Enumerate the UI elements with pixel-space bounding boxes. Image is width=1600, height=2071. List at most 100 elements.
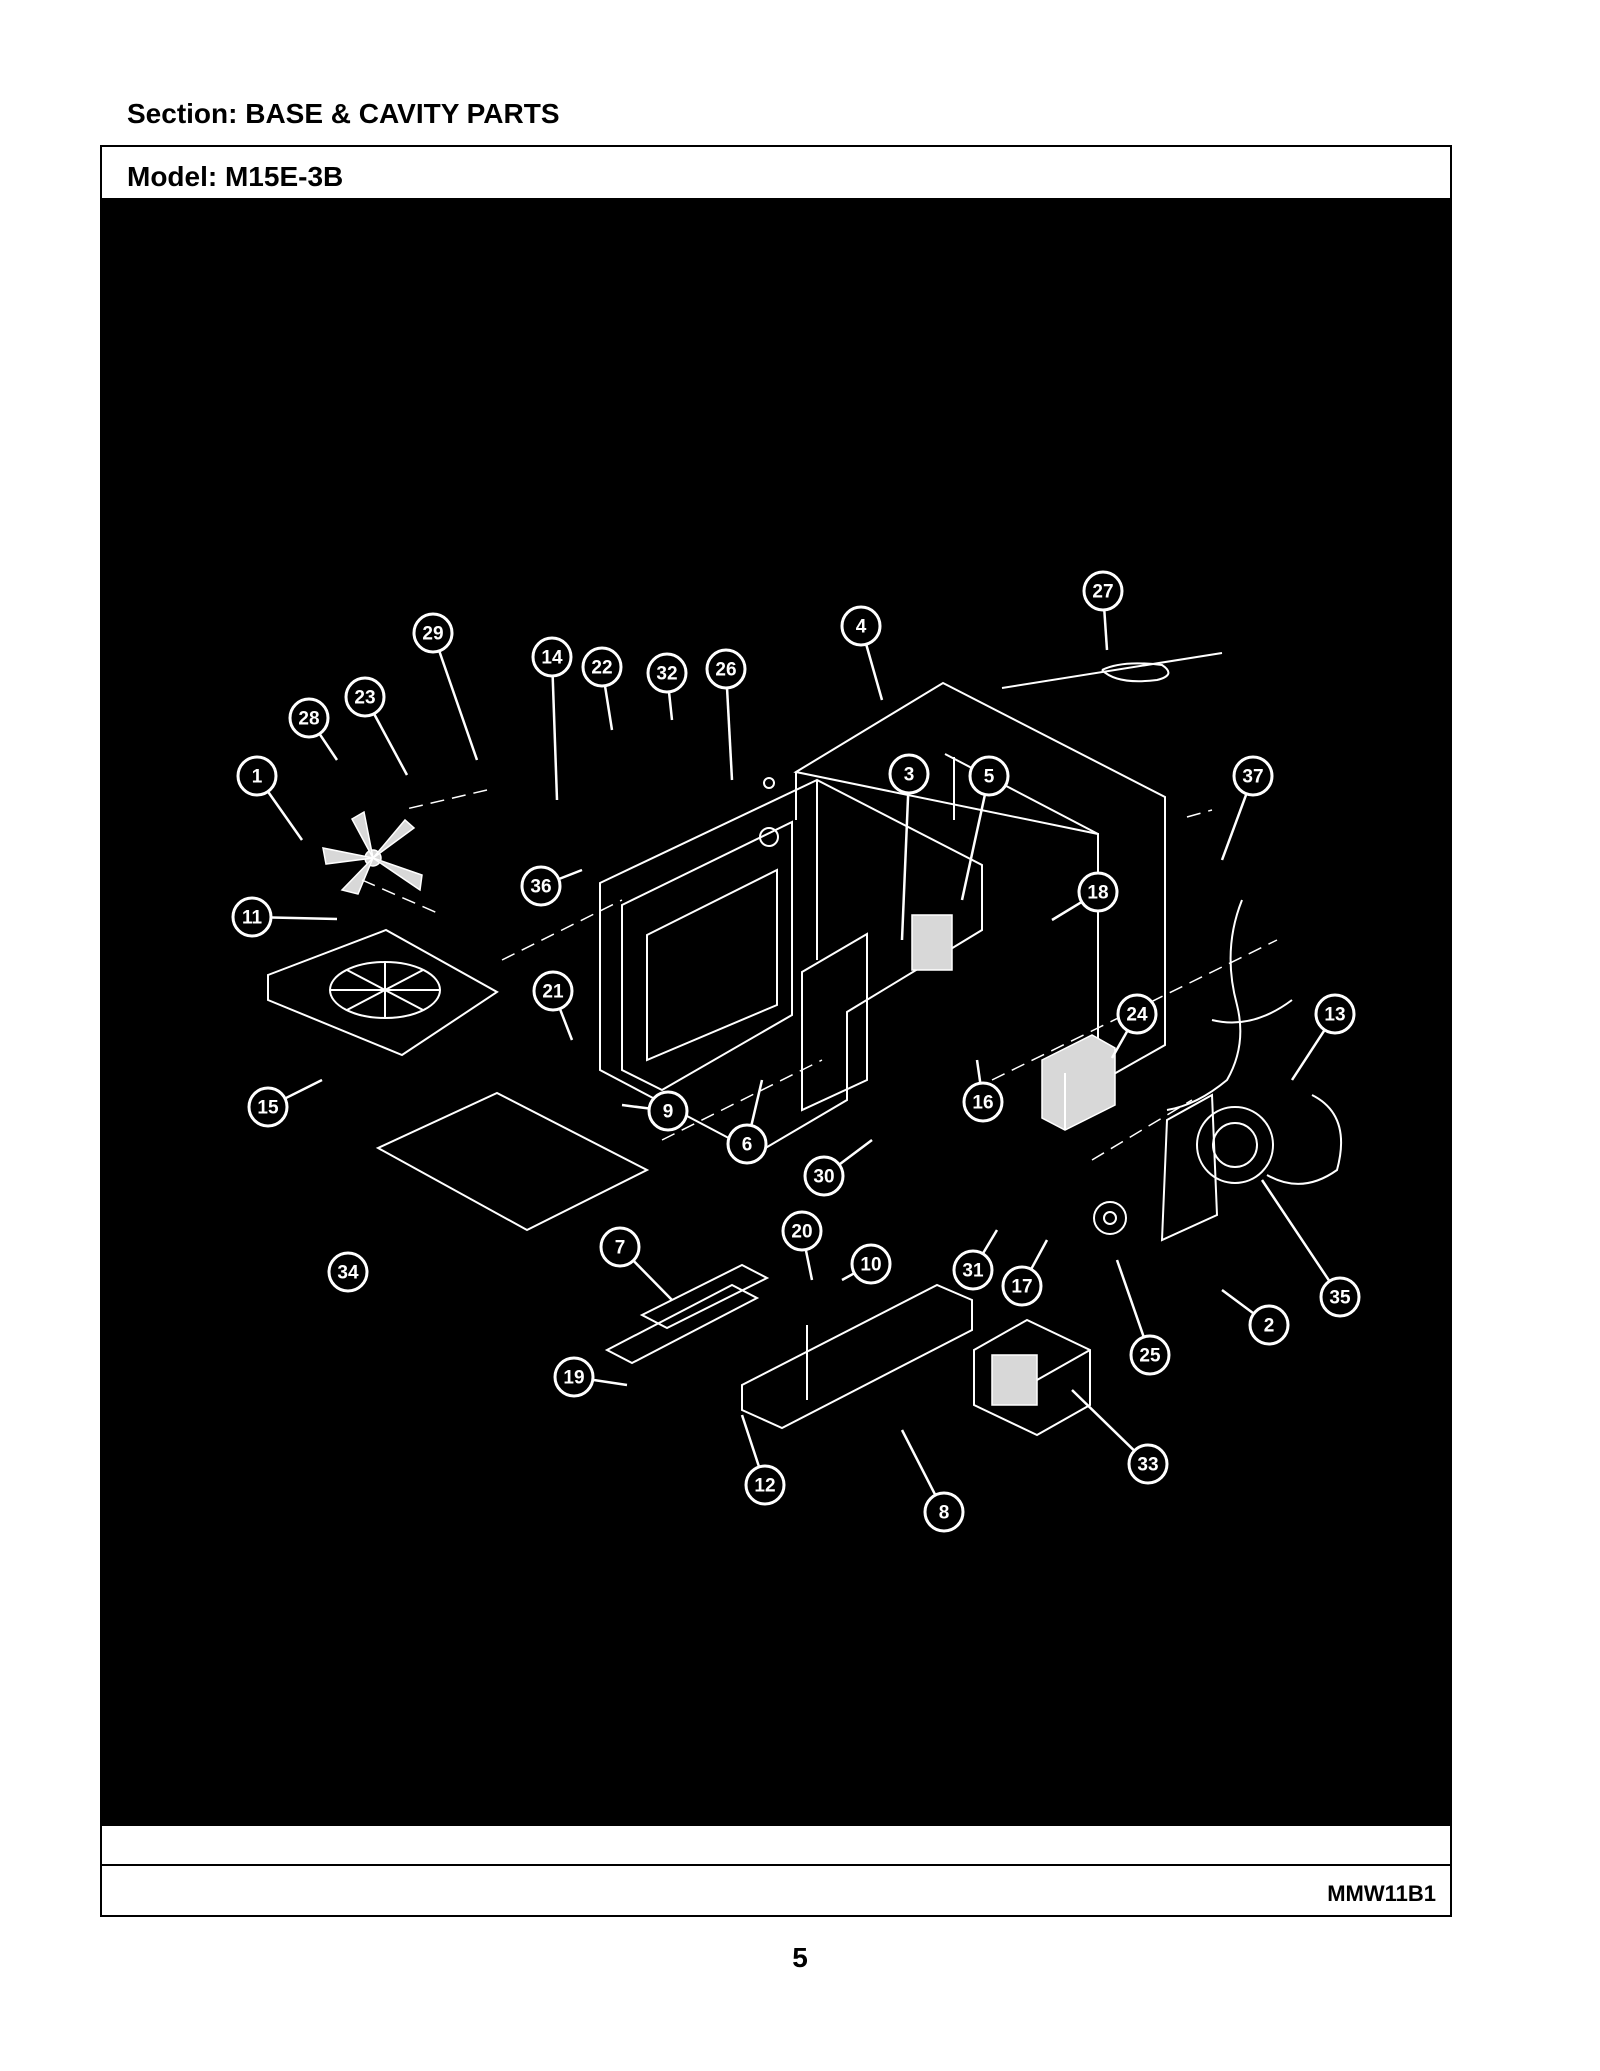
leader-line-29 <box>438 651 479 761</box>
leader-line-8 <box>900 1429 936 1495</box>
page-number: 5 <box>792 1942 808 1973</box>
callout-10: 10 <box>841 1243 892 1285</box>
callout-label-24: 24 <box>1126 1005 1148 1026</box>
fan-guide-drawing <box>267 928 499 1057</box>
callout-18: 18 <box>1051 871 1119 922</box>
callout-circle-35 <box>1319 1276 1361 1318</box>
callout-label-12: 12 <box>754 1476 775 1497</box>
callout-label-15: 15 <box>257 1098 279 1119</box>
callout-label-20: 20 <box>791 1222 812 1243</box>
leader-line-35 <box>1260 1179 1330 1282</box>
assembly-lines <box>361 789 1278 1161</box>
callout-2: 2 <box>1221 1288 1290 1346</box>
callout-circle-36 <box>520 865 562 907</box>
callout-21: 21 <box>532 970 574 1041</box>
callout-label-31: 31 <box>962 1261 984 1282</box>
callout-circle-8 <box>923 1491 965 1533</box>
callout-circle-31 <box>952 1249 994 1291</box>
section-title: Section: BASE & CAVITY PARTS <box>127 98 560 129</box>
callout-label-1: 1 <box>252 767 263 788</box>
leader-line-36 <box>559 868 583 880</box>
leader-line-10 <box>841 1272 855 1282</box>
leader-line-28 <box>319 733 339 761</box>
callout-29: 29 <box>412 612 479 761</box>
leader-line-13 <box>1290 1030 1326 1081</box>
callout-circle-4 <box>840 605 882 647</box>
callout-label-16: 16 <box>972 1093 993 1114</box>
callout-label-32: 32 <box>656 664 677 685</box>
leader-line-11 <box>271 916 338 921</box>
callout-25: 25 <box>1115 1259 1171 1376</box>
callout-circle-21 <box>532 970 574 1012</box>
callout-label-2: 2 <box>1264 1316 1275 1337</box>
callout-8: 8 <box>900 1429 965 1533</box>
base-channels-drawing <box>604 1263 973 1430</box>
leader-line-5 <box>960 795 986 901</box>
callout-33: 33 <box>1071 1389 1169 1485</box>
callout-circle-10 <box>850 1243 892 1285</box>
callout-label-19: 19 <box>563 1368 584 1389</box>
callout-circle-16 <box>962 1081 1004 1123</box>
callout-9: 9 <box>621 1090 689 1132</box>
callout-circle-22 <box>581 646 623 688</box>
callout-circle-3 <box>888 753 930 795</box>
callout-37: 37 <box>1220 755 1274 861</box>
callout-15: 15 <box>247 1078 323 1128</box>
leader-line-27 <box>1103 610 1109 651</box>
leader-line-17 <box>1030 1239 1049 1270</box>
callout-circle-12 <box>744 1464 786 1506</box>
callout-circle-37 <box>1232 755 1274 797</box>
callout-label-10: 10 <box>860 1255 881 1276</box>
callout-label-37: 37 <box>1242 767 1263 788</box>
callout-circle-11 <box>231 896 273 938</box>
leader-line-19 <box>593 1378 628 1387</box>
callout-circle-27 <box>1082 570 1124 612</box>
callout-5: 5 <box>960 755 1010 901</box>
callout-20: 20 <box>781 1210 823 1281</box>
document-code: MMW11B1 <box>1327 1881 1436 1906</box>
callout-label-25: 25 <box>1139 1346 1161 1367</box>
callout-label-9: 9 <box>663 1102 674 1123</box>
callout-circle-1 <box>236 755 278 797</box>
leader-line-7 <box>633 1260 673 1301</box>
callout-1: 1 <box>236 755 304 841</box>
callout-circle-23 <box>344 676 386 718</box>
callout-36: 36 <box>520 865 583 907</box>
callout-14: 14 <box>531 636 573 801</box>
callout-28: 28 <box>288 697 339 761</box>
model-title: Model: M15E-3B <box>127 161 344 192</box>
callout-circle-13 <box>1314 993 1356 1035</box>
callout-circle-6 <box>726 1123 768 1165</box>
magnetron-drawing <box>1041 1034 1116 1131</box>
callout-label-28: 28 <box>298 709 319 730</box>
callout-34: 34 <box>327 1251 369 1293</box>
leader-line-14 <box>551 676 559 801</box>
leader-line-15 <box>285 1078 323 1100</box>
callout-circle-25 <box>1129 1334 1171 1376</box>
leader-line-9 <box>621 1103 649 1110</box>
callout-19: 19 <box>553 1356 628 1398</box>
leader-line-37 <box>1220 794 1248 861</box>
callout-12: 12 <box>740 1414 786 1506</box>
diagram-drawing: 1234567891011121315161718192021222324252… <box>231 570 1361 1533</box>
callout-16: 16 <box>962 1059 1004 1123</box>
callout-circle-9 <box>647 1090 689 1132</box>
callout-11: 11 <box>231 896 338 938</box>
transformer-drawing <box>973 1318 1091 1437</box>
leader-line-21 <box>559 1009 574 1041</box>
callout-circle-33 <box>1127 1443 1169 1485</box>
callout-circle-14 <box>531 636 573 678</box>
callout-6: 6 <box>726 1079 768 1165</box>
callout-circle-28 <box>288 697 330 739</box>
model-bar: Model: M15E-3B <box>102 147 1450 200</box>
leader-line-26 <box>725 688 734 781</box>
leader-line-31 <box>982 1229 999 1254</box>
callout-circle-34 <box>327 1251 369 1293</box>
leader-line-16 <box>975 1059 982 1083</box>
callout-4: 4 <box>840 605 884 701</box>
callout-31: 31 <box>952 1229 999 1291</box>
leader-line-24 <box>1110 1030 1129 1059</box>
callout-circle-30 <box>803 1155 845 1197</box>
callout-label-3: 3 <box>904 765 915 786</box>
